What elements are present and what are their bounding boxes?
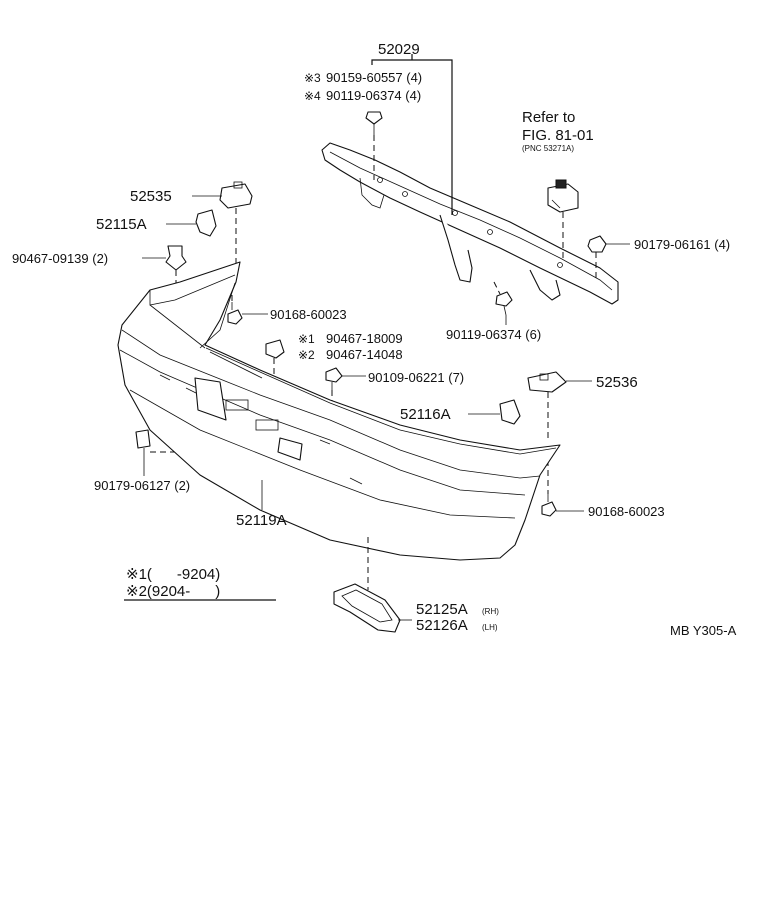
label-90467-18009: 90467-18009 [326,331,403,346]
label-90168-60023-right: 90168-60023 [588,504,665,519]
note4-mark: ※4 [304,89,321,103]
refer-line2: FIG. 81-01 [522,127,594,144]
label-52125A-suffix: (RH) [482,607,499,616]
label-90467-09139: 90467-09139 (2) [12,251,108,266]
bumper-cover [117,261,561,561]
label-52119A: 52119A [236,512,287,529]
figure-code: MB Y305-A [670,623,737,638]
clip1-mark: ※1 [298,332,315,346]
label-90109-06221: 90109-06221 (7) [368,370,464,385]
label-90159-60557: 90159-60557 (4) [326,70,422,85]
retainer-left-icon [195,209,217,237]
refer-line3: (PNC 53271A) [522,144,574,153]
bolt-icon [365,111,383,135]
clip-center-icon [265,339,285,359]
screw-center-icon [325,367,343,390]
label-90119-06374-4: 90119-06374 (4) [326,88,421,103]
clip2-mark: ※2 [298,348,315,362]
legend-line1: ※1( -9204) [126,566,220,583]
label-90179-06161: 90179-06161 (4) [634,237,730,252]
nut-left-icon [135,429,151,449]
label-90119-06374-6: 90119-06374 (6) [446,327,541,342]
retainer-right-icon [499,399,521,425]
bumper-reinforcement [321,142,619,305]
label-52125A: 52125A [416,601,468,618]
label-52126A: 52126A [416,617,468,634]
refer-line1: Refer to [522,109,575,126]
bolt-bottom-icon [495,291,513,316]
bolt-left-icon [227,302,243,325]
label-52535: 52535 [130,188,172,205]
lower-grille-icon [333,583,401,633]
label-90179-06127: 90179-06127 (2) [94,478,190,493]
hood-lock-clip-icon [547,179,579,213]
label-52536: 52536 [596,374,638,391]
bracket-left-icon [219,181,253,209]
label-90467-14048: 90467-14048 [326,347,403,362]
note3-mark: ※3 [304,71,321,85]
label-52126A-suffix: (LH) [482,623,498,632]
label-90168-60023-left: 90168-60023 [270,307,347,322]
nut-right-icon [587,235,607,253]
label-52115A: 52115A [96,216,147,233]
clip-left-icon [165,245,187,271]
bolt-right-icon [541,494,557,517]
label-52029: 52029 [378,41,420,58]
bracket-right-icon [527,371,567,393]
label-52116A: 52116A [400,406,451,423]
leader-dash-bolt-bottom [493,281,501,295]
legend-line2: ※2(9204- ) [126,583,220,600]
